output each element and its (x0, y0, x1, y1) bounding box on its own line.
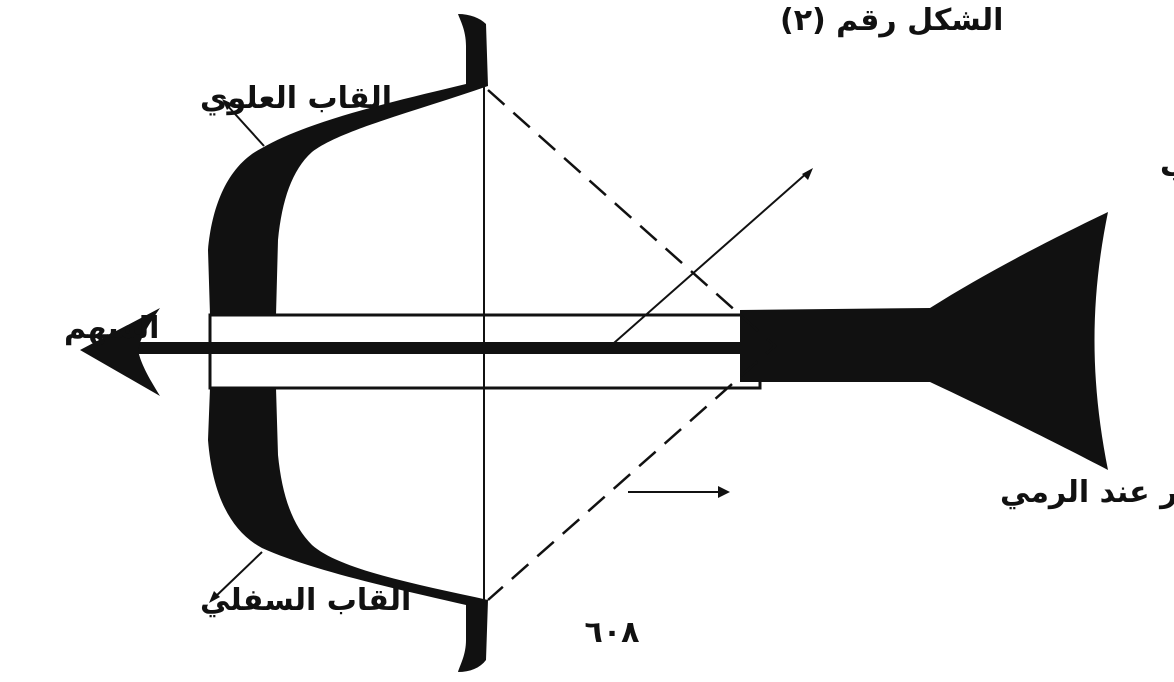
label-arrow-groove: مجرى السهم في الخشب (1160, 149, 1174, 184)
label-string-release: الوتر عند الرمي (1000, 475, 1174, 510)
bow-string-release (487, 89, 777, 601)
figure-title: الشكل رقم (٢) (780, 3, 1003, 38)
leader-upper-limb-arrowhead (222, 99, 233, 110)
leader-upper-limb (225, 103, 265, 147)
bow-lower-limb (208, 388, 488, 672)
leader-string-release-arrowhead (718, 486, 730, 498)
label-upper-limb: القاب العلوي (200, 81, 392, 116)
bow-upper-limb (208, 14, 488, 315)
stock-butt (740, 212, 1108, 470)
leader-arrow-groove (605, 171, 809, 351)
arrow-shaft (120, 342, 785, 354)
leader-lower-limb-arrowhead (209, 591, 220, 603)
page-number: ٦٠٨ (585, 615, 640, 650)
leader-arrow-groove-arrowhead (802, 168, 813, 180)
label-arrow: السهم (64, 311, 159, 346)
arrow-head (80, 308, 160, 396)
leader-lower-limb (213, 551, 263, 599)
label-lower-limb: القاب السفلي (200, 583, 411, 618)
